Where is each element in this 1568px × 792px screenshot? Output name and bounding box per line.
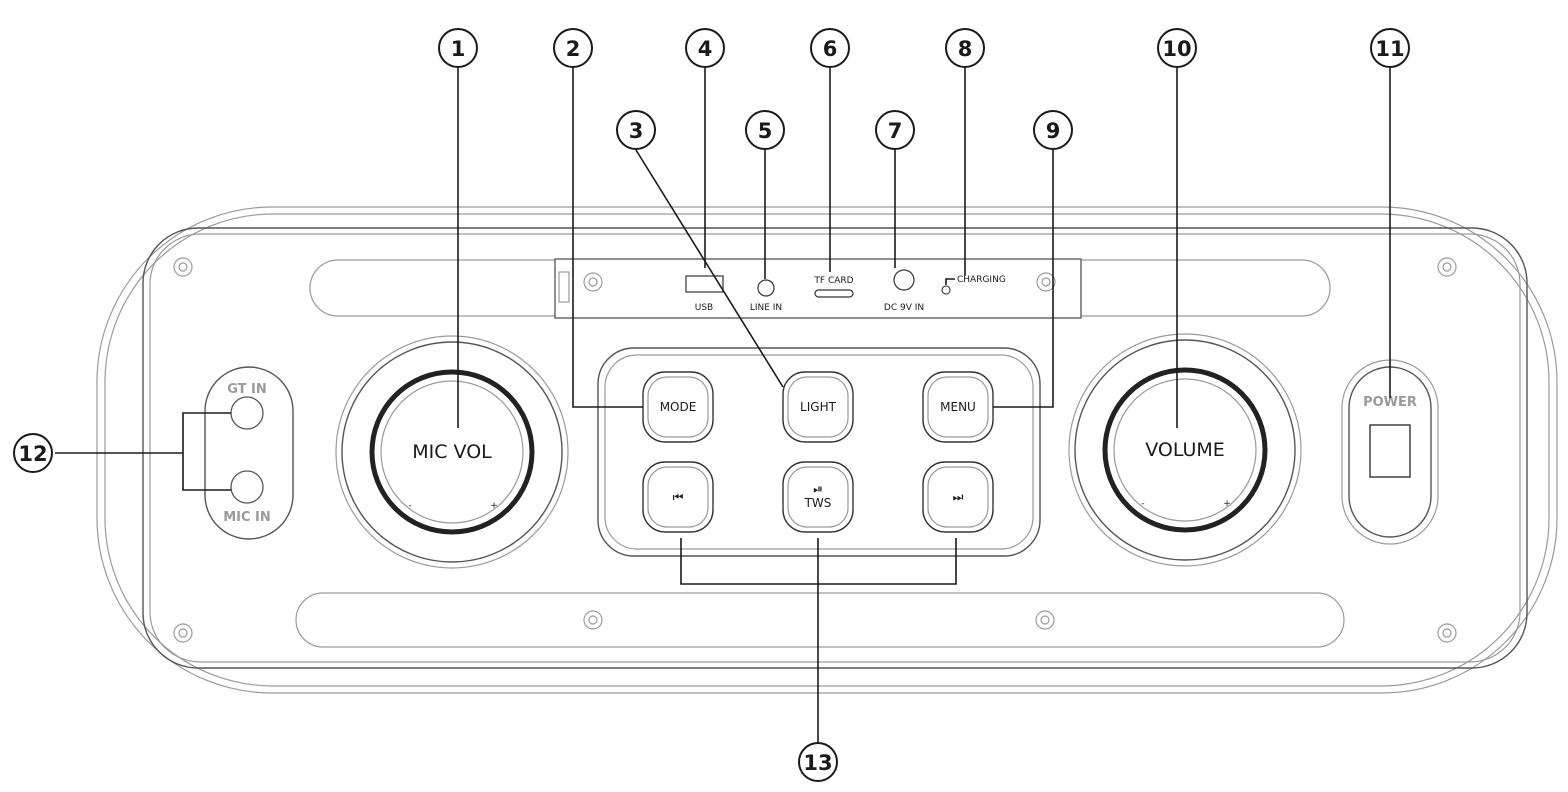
callout-6-number: 6 bbox=[823, 37, 838, 61]
usb-label: USB bbox=[695, 303, 713, 313]
previous-track-icon: ⏮ bbox=[673, 490, 684, 504]
screw bbox=[1437, 257, 1457, 277]
mic-in-label: MIC IN bbox=[223, 510, 271, 525]
callout-9: 9 bbox=[1033, 110, 1073, 150]
screw bbox=[1036, 272, 1056, 292]
mic-vol-minus: - bbox=[408, 501, 411, 511]
callout-6: 6 bbox=[810, 28, 850, 68]
light-label: LIGHT bbox=[800, 400, 837, 414]
callout-2-number: 2 bbox=[566, 37, 581, 61]
callout-13-number: 13 bbox=[803, 751, 832, 775]
callout-11-number: 11 bbox=[1375, 37, 1404, 61]
volume-label: VOLUME bbox=[1145, 439, 1225, 461]
light-button[interactable]: LIGHT bbox=[782, 371, 854, 443]
callout-8-number: 8 bbox=[958, 37, 973, 61]
next-track-button[interactable]: ⏭ bbox=[922, 461, 994, 533]
callout-13: 13 bbox=[798, 742, 838, 782]
leader-lines bbox=[55, 68, 1391, 742]
mode-button[interactable]: MODE bbox=[642, 371, 714, 443]
volume-plus: + bbox=[1223, 499, 1231, 509]
mic-vol-plus: + bbox=[490, 501, 498, 511]
charging-indicator: CHARGING bbox=[941, 275, 1006, 295]
menu-button[interactable]: MENU bbox=[922, 371, 994, 443]
port-strip: USB LINE IN TF CARD DC 9V IN CHARGING bbox=[554, 258, 1082, 319]
mic-vol-label: MIC VOL bbox=[412, 441, 492, 463]
screw bbox=[1035, 610, 1055, 630]
power-label: POWER bbox=[1363, 395, 1417, 410]
panel-body bbox=[96, 206, 1558, 694]
callout-10: 10 bbox=[1157, 28, 1197, 68]
tf-card-label: TF CARD bbox=[813, 276, 853, 286]
callout-8: 8 bbox=[945, 28, 985, 68]
gt-in-jack[interactable] bbox=[230, 396, 264, 430]
callout-4-number: 4 bbox=[698, 37, 713, 61]
tws-label: TWS bbox=[804, 496, 832, 510]
screws bbox=[173, 257, 1457, 643]
play-pause-tws-button[interactable]: ⏯ TWS bbox=[782, 461, 854, 533]
callout-5: 5 bbox=[745, 110, 785, 150]
mic-in-jack[interactable] bbox=[230, 470, 264, 504]
callout-11: 11 bbox=[1370, 28, 1410, 68]
callout-3: 3 bbox=[616, 110, 656, 150]
callout-12-number: 12 bbox=[18, 442, 47, 466]
callout-3-number: 3 bbox=[629, 119, 644, 143]
callout-7-number: 7 bbox=[888, 119, 903, 143]
tf-card-slot[interactable]: TF CARD bbox=[813, 276, 854, 298]
charging-label: CHARGING bbox=[957, 275, 1006, 285]
callout-7: 7 bbox=[875, 110, 915, 150]
callout-1-number: 1 bbox=[451, 37, 466, 61]
callout-10-number: 10 bbox=[1162, 37, 1191, 61]
mode-label: MODE bbox=[660, 400, 697, 414]
dc-in-jack[interactable]: DC 9V IN bbox=[884, 269, 924, 313]
callout-5-number: 5 bbox=[758, 119, 773, 143]
callout-12: 12 bbox=[13, 433, 53, 473]
mic-vol-knob[interactable]: MIC VOL - + bbox=[335, 335, 569, 569]
callout-1: 1 bbox=[438, 28, 478, 68]
callout-2: 2 bbox=[553, 28, 593, 68]
side-inputs-panel: GT IN MIC IN bbox=[204, 366, 294, 540]
screw bbox=[583, 610, 603, 630]
button-pad bbox=[597, 347, 1041, 557]
next-track-icon: ⏭ bbox=[953, 490, 964, 504]
volume-knob[interactable]: VOLUME - + bbox=[1068, 333, 1302, 567]
line-in-label: LINE IN bbox=[750, 303, 782, 313]
screw bbox=[583, 272, 603, 292]
menu-label: MENU bbox=[940, 400, 976, 414]
screw bbox=[173, 257, 193, 277]
callout-4: 4 bbox=[685, 28, 725, 68]
power-rocker[interactable] bbox=[1369, 424, 1411, 478]
screw bbox=[1437, 623, 1457, 643]
usb-port[interactable]: USB bbox=[685, 275, 724, 313]
screw bbox=[173, 623, 193, 643]
bottom-grille bbox=[295, 592, 1345, 648]
dc-in-label: DC 9V IN bbox=[884, 303, 924, 313]
callout-9-number: 9 bbox=[1046, 119, 1061, 143]
previous-track-button[interactable]: ⏮ bbox=[642, 461, 714, 533]
volume-minus: - bbox=[1141, 499, 1144, 509]
line-in-jack[interactable]: LINE IN bbox=[750, 279, 782, 313]
gt-in-label: GT IN bbox=[227, 382, 267, 397]
play-pause-icon: ⏯ bbox=[813, 482, 823, 496]
